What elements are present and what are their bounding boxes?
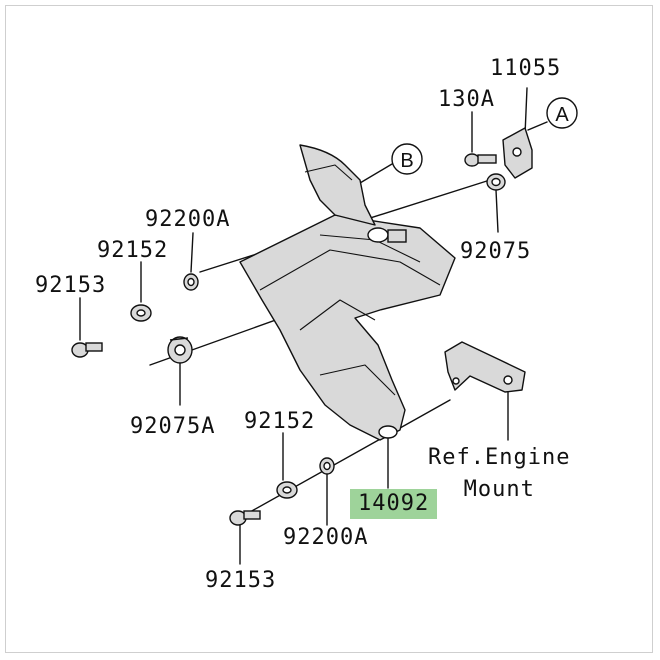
cover-grommet-bottom xyxy=(378,425,398,439)
reference-line-2: Mount xyxy=(463,477,535,502)
diagram-frame xyxy=(5,5,653,653)
washer-92200a-bottom xyxy=(319,457,335,475)
cover-grommet-top xyxy=(367,227,407,243)
callout-b-letter: B xyxy=(400,150,413,172)
leader-92200a-top xyxy=(190,232,194,273)
bolt-130a xyxy=(464,153,497,167)
label-92153-top: 92153 xyxy=(35,273,107,298)
leader-callout-b xyxy=(359,163,393,184)
washer-92152-top xyxy=(130,304,152,322)
washer-92200a-top xyxy=(183,273,199,291)
leader-11055 xyxy=(524,87,528,136)
callout-b: B xyxy=(391,143,423,175)
label-92200a-top: 92200A xyxy=(145,207,231,232)
washer-92152-bottom xyxy=(276,481,298,499)
label-92200a-bottom: 92200A xyxy=(283,525,369,550)
leader-92075 xyxy=(495,189,499,233)
label-92075a: 92075A xyxy=(130,414,216,439)
callout-a-letter: A xyxy=(555,104,569,126)
bolt-92153-bottom xyxy=(229,510,261,526)
bolt-92153-top xyxy=(71,342,103,358)
grommet-92075a xyxy=(167,336,193,364)
leader-callout-a xyxy=(527,121,548,131)
cover-inner-edge-3 xyxy=(319,364,396,396)
label-92152-bottom: 92152 xyxy=(244,409,316,434)
callout-a: A xyxy=(546,97,578,129)
label-11055: 11055 xyxy=(490,56,562,81)
label-92153-bottom: 92153 xyxy=(205,568,277,593)
label-130a: 130A xyxy=(438,87,495,112)
collar-92075 xyxy=(486,173,506,191)
engine-mount-bracket xyxy=(444,341,526,393)
reference-line-1: Ref.Engine xyxy=(428,445,571,470)
cover-inner-edge-1 xyxy=(259,249,441,291)
cover-inner-edge-2 xyxy=(299,299,376,331)
side-cover-panel xyxy=(239,144,456,441)
reference-engine-mount: Ref.Engine Mount xyxy=(428,442,570,506)
label-14092-highlighted: 14092 xyxy=(350,489,438,519)
label-92152-top: 92152 xyxy=(97,238,169,263)
cover-tab-edge xyxy=(304,164,353,181)
upper-bracket xyxy=(502,127,533,179)
label-92075: 92075 xyxy=(460,239,532,264)
